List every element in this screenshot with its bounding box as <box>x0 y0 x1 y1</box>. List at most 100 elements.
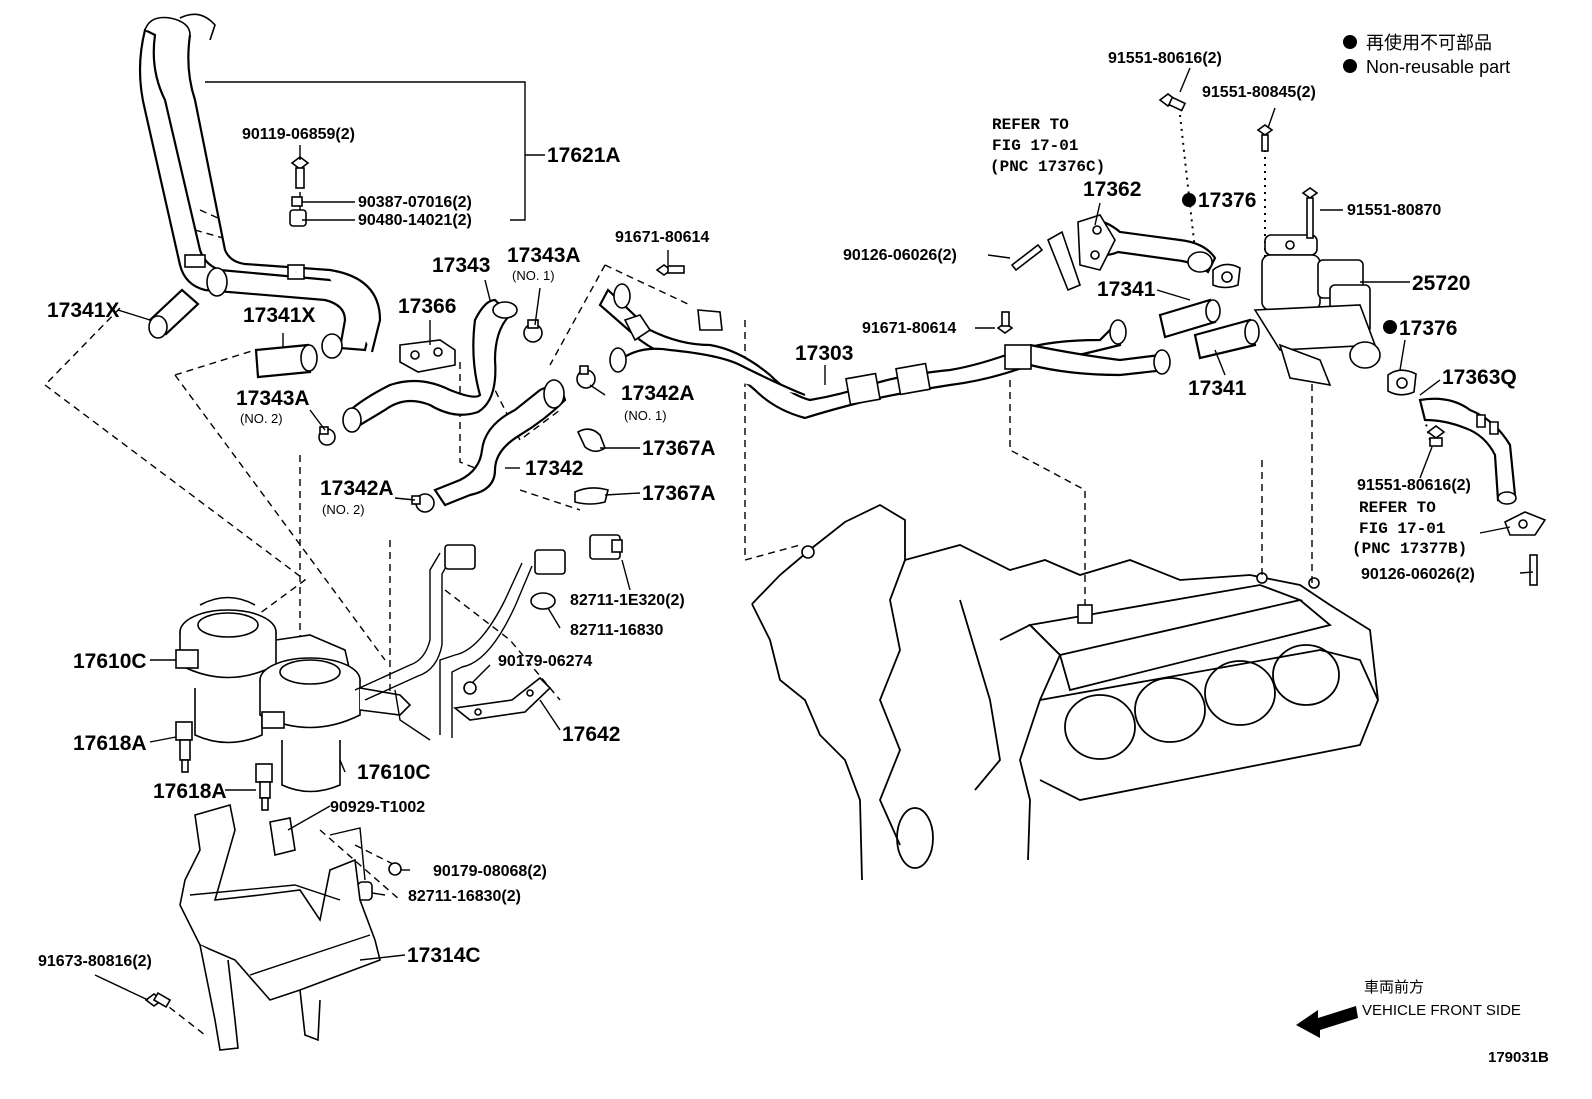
label-17621A: 17621A <box>547 144 621 167</box>
label-17342: 17342 <box>525 457 583 480</box>
front-arrow-icon <box>1296 1006 1358 1038</box>
legend-non-reusable-en: Non-reusable part <box>1366 57 1510 77</box>
label-17642: 17642 <box>562 723 620 746</box>
label-82711-16830-lower: 82711-16830(2) <box>408 888 521 905</box>
pipe-17303 <box>598 283 1171 420</box>
label-17342A-no2: 17342A <box>320 477 394 500</box>
label-17341X-center: 17341X <box>243 304 315 327</box>
stud-90126-upper <box>1010 243 1044 272</box>
leader-lines <box>94 67 1534 1001</box>
bolt-91673-80816 <box>144 991 172 1009</box>
label-17303: 17303 <box>795 342 853 365</box>
label-17314C: 17314C <box>407 944 481 967</box>
sensor-17618A-upper <box>175 721 193 773</box>
label-17610C-lower: 17610C <box>357 761 431 784</box>
nut-90179-08068 <box>388 862 402 876</box>
svg-text:17376: 17376 <box>1399 317 1457 340</box>
label-91671-80614-upper: 91671-80614 <box>615 229 709 246</box>
label-17343A-no2-sub: (NO. 2) <box>240 411 283 426</box>
label-17367A-lower: 17367A <box>642 482 716 505</box>
legend-bullet-jp <box>1343 35 1357 49</box>
svg-text:FIG 17-01: FIG 17-01 <box>992 137 1078 155</box>
label-90179-08068: 90179-08068(2) <box>433 863 547 880</box>
label-17342A-no1: 17342A <box>621 382 695 405</box>
gasket-17376-lower <box>1387 369 1417 396</box>
label-91551-80845: 91551-80845(2) <box>1202 84 1316 101</box>
clamp-17343A-no2 <box>318 426 336 446</box>
label-17618A-lower: 17618A <box>153 780 227 803</box>
svg-text:REFER TO: REFER TO <box>992 116 1069 134</box>
label-90179-06274: 90179-06274 <box>498 653 592 670</box>
bracket-17377B <box>1503 511 1547 536</box>
label-17341-upper: 17341 <box>1097 278 1156 301</box>
label-17366: 17366 <box>398 295 456 318</box>
bolt-90119 <box>290 156 310 189</box>
hose-17341X-center <box>254 343 318 379</box>
ref-note-17377B: REFER TO FIG 17-01 (PNC 17377B) <box>1352 499 1467 558</box>
engine-block <box>751 503 1379 881</box>
hose-17342 <box>433 379 567 507</box>
label-90387-07016: 90387-07016(2) <box>358 194 472 211</box>
label-91673-80816: 91673-80816(2) <box>38 953 152 970</box>
bolt-91551-80845 <box>1256 124 1274 152</box>
bolt-91551-80616-upper <box>1158 93 1187 112</box>
label-17362: 17362 <box>1083 178 1141 201</box>
svg-text:17376: 17376 <box>1198 189 1256 212</box>
non-reusable-mark <box>1182 193 1196 207</box>
cushion-90480 <box>289 209 307 227</box>
pump-outlet-pipes <box>354 552 533 741</box>
label-17342A-no1-sub: (NO. 1) <box>624 408 667 423</box>
label-90126-06026-lower: 90126-06026(2) <box>1361 566 1475 583</box>
label-17618A-upper: 17618A <box>73 732 147 755</box>
bolt-91551-80870 <box>1301 187 1319 239</box>
bracket-17642 <box>453 676 552 721</box>
clip-90929-T1002 <box>269 817 296 856</box>
label-17363Q: 17363Q <box>1442 366 1517 389</box>
label-91551-80616-lower: 91551-80616(2) <box>1357 477 1471 494</box>
label-17376-upper: 17376 <box>1182 189 1256 212</box>
clamp-17342A-no1 <box>576 365 596 389</box>
air-pump-17610C-lower <box>259 657 412 793</box>
legend: 再使用不可部品 Non-reusable part <box>1343 33 1510 77</box>
label-90126-06026-upper: 90126-06026(2) <box>843 247 957 264</box>
label-90929-T1002: 90929-T1002 <box>330 799 425 816</box>
direction-jp: 車両前方 <box>1364 979 1424 996</box>
label-17343A-no1: 17343A <box>507 244 581 267</box>
clip-82711-16830 <box>530 592 556 610</box>
bracket-17366 <box>399 339 456 373</box>
svg-text:FIG 17-01: FIG 17-01 <box>1359 520 1445 538</box>
pipe-17363Q <box>1418 397 1517 505</box>
label-25720: 25720 <box>1412 272 1470 295</box>
label-17367A-upper: 17367A <box>642 437 716 460</box>
connector-pump-b <box>534 549 566 575</box>
bolt-91551-80616-lower <box>1426 425 1446 447</box>
svg-text:(PNC 17377B): (PNC 17377B) <box>1352 540 1467 558</box>
pipe-17362 <box>1077 214 1217 274</box>
connector-pump-a <box>444 544 476 570</box>
bolt-91671-upper <box>655 264 685 276</box>
legend-bullet-en <box>1343 59 1357 73</box>
legend-non-reusable-jp: 再使用不可部品 <box>1366 33 1492 53</box>
cushion-17367A-lower <box>574 487 609 505</box>
label-17343: 17343 <box>432 254 490 277</box>
stud-90126-lower <box>1529 554 1538 586</box>
label-17343A-no1-sub: (NO. 1) <box>512 268 555 283</box>
bracket-17314C <box>179 803 381 1051</box>
nut-90179-06274 <box>463 681 477 695</box>
pipe-17621A <box>138 13 382 359</box>
non-reusable-mark <box>1383 320 1397 334</box>
label-17341-lower: 17341 <box>1188 377 1247 400</box>
hose-17341-lower <box>1193 318 1260 360</box>
label-82711-16830: 82711-16830 <box>570 622 664 639</box>
label-82711-1E320: 82711-1E320(2) <box>570 592 685 609</box>
label-17342A-no2-sub: (NO. 2) <box>322 502 365 517</box>
label-17610C-upper: 17610C <box>73 650 147 673</box>
hose-17341X-left <box>148 288 200 339</box>
label-17341X-left: 17341X <box>47 299 119 322</box>
label-91551-80616-upper: 91551-80616(2) <box>1108 50 1222 67</box>
connector-82711-1E320 <box>589 534 623 560</box>
label-17343A-no2: 17343A <box>236 387 310 410</box>
label-90480-14021: 90480-14021(2) <box>358 212 472 229</box>
hose-17341-upper <box>1158 298 1221 339</box>
